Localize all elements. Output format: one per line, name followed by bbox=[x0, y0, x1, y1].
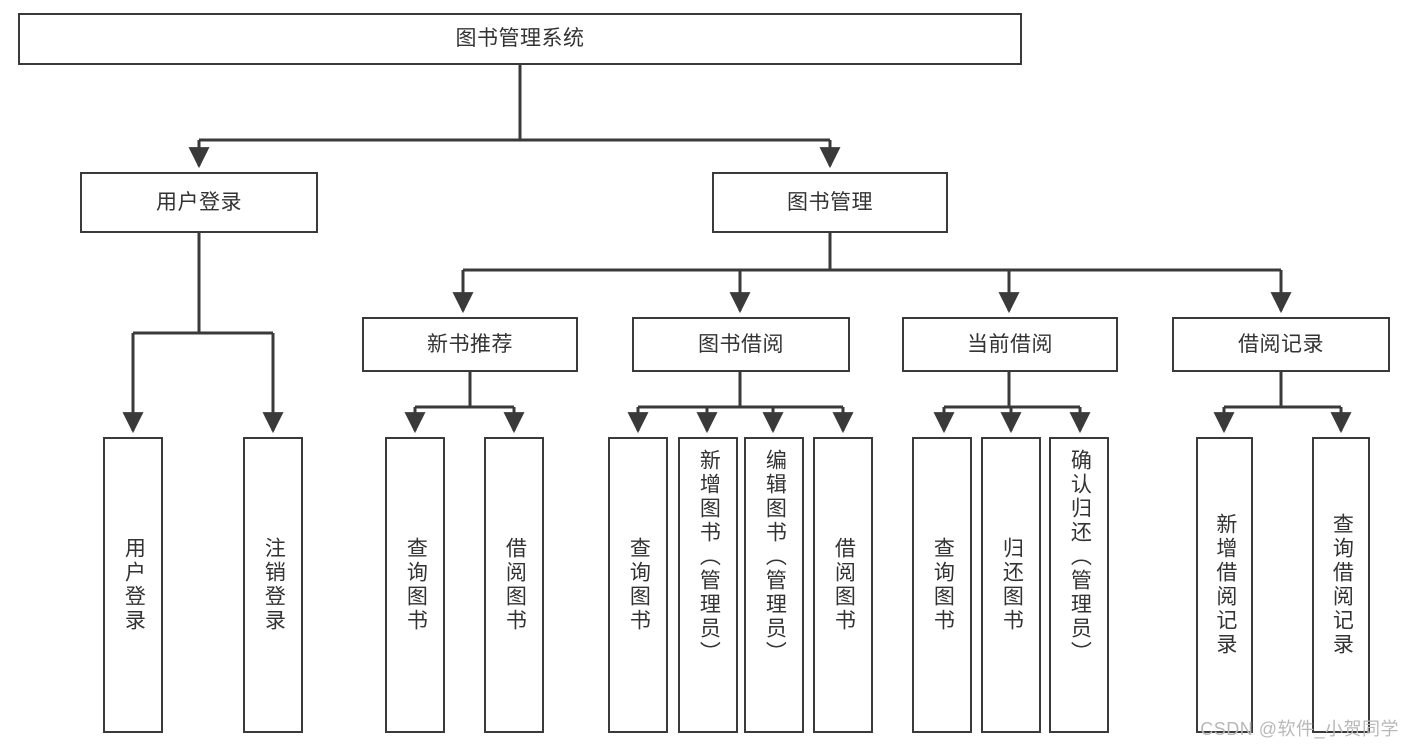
leaf-borrow-book-recommend[interactable]: 借阅图书 bbox=[484, 437, 544, 733]
leaf-confirm-return-admin-label: 确认归还（管理员） bbox=[1068, 449, 1092, 665]
leaf-query-book-recommend[interactable]: 查询图书 bbox=[385, 437, 445, 733]
node-new-book-recommend[interactable]: 新书推荐 bbox=[362, 317, 578, 372]
leaf-query-book-borrow-label: 查询图书 bbox=[627, 537, 651, 633]
leaf-logout-label: 注销登录 bbox=[262, 537, 286, 633]
leaf-return-book-label: 归还图书 bbox=[1000, 537, 1024, 633]
node-book-management[interactable]: 图书管理 bbox=[712, 172, 948, 233]
node-current-borrow[interactable]: 当前借阅 bbox=[902, 317, 1118, 372]
leaf-logout[interactable]: 注销登录 bbox=[243, 437, 303, 733]
leaf-query-book-recommend-label: 查询图书 bbox=[404, 537, 428, 633]
node-new-book-recommend-label: 新书推荐 bbox=[427, 332, 513, 356]
leaf-borrow-book-recommend-label: 借阅图书 bbox=[503, 537, 527, 633]
leaf-edit-book-admin-label: 编辑图书（管理员） bbox=[763, 449, 787, 665]
leaf-add-borrow-record[interactable]: 新增借阅记录 bbox=[1196, 437, 1253, 733]
leaf-query-borrow-record-label: 查询借阅记录 bbox=[1330, 513, 1354, 657]
leaf-add-book-admin[interactable]: 新增图书（管理员） bbox=[678, 437, 738, 733]
node-current-borrow-label: 当前借阅 bbox=[967, 332, 1053, 356]
leaf-query-book-current-label: 查询图书 bbox=[931, 537, 955, 633]
node-borrow-record-label: 借阅记录 bbox=[1238, 332, 1324, 356]
node-borrow-record[interactable]: 借阅记录 bbox=[1172, 317, 1390, 372]
node-book-borrow[interactable]: 图书借阅 bbox=[632, 317, 850, 372]
leaf-borrow-book[interactable]: 借阅图书 bbox=[813, 437, 873, 733]
node-book-management-label: 图书管理 bbox=[787, 190, 873, 214]
leaf-user-login-label: 用户登录 bbox=[122, 537, 146, 633]
leaf-query-book-borrow[interactable]: 查询图书 bbox=[608, 437, 668, 733]
watermark-text: CSDN @软件_小贺同学 bbox=[1200, 719, 1399, 739]
leaf-user-login[interactable]: 用户登录 bbox=[103, 437, 163, 733]
node-user-login[interactable]: 用户登录 bbox=[80, 172, 318, 233]
leaf-return-book[interactable]: 归还图书 bbox=[981, 437, 1041, 733]
leaf-add-book-admin-label: 新增图书（管理员） bbox=[697, 449, 721, 665]
leaf-borrow-book-label: 借阅图书 bbox=[832, 537, 856, 633]
leaf-query-book-current[interactable]: 查询图书 bbox=[912, 437, 972, 733]
leaf-add-borrow-record-label: 新增借阅记录 bbox=[1213, 513, 1237, 657]
leaf-edit-book-admin[interactable]: 编辑图书（管理员） bbox=[744, 437, 804, 733]
node-book-borrow-label: 图书借阅 bbox=[698, 332, 784, 356]
node-user-login-label: 用户登录 bbox=[156, 190, 242, 214]
node-root-system[interactable]: 图书管理系统 bbox=[18, 13, 1022, 65]
leaf-confirm-return-admin[interactable]: 确认归还（管理员） bbox=[1049, 437, 1109, 733]
node-root-label: 图书管理系统 bbox=[455, 27, 585, 51]
leaf-query-borrow-record[interactable]: 查询借阅记录 bbox=[1312, 437, 1370, 733]
